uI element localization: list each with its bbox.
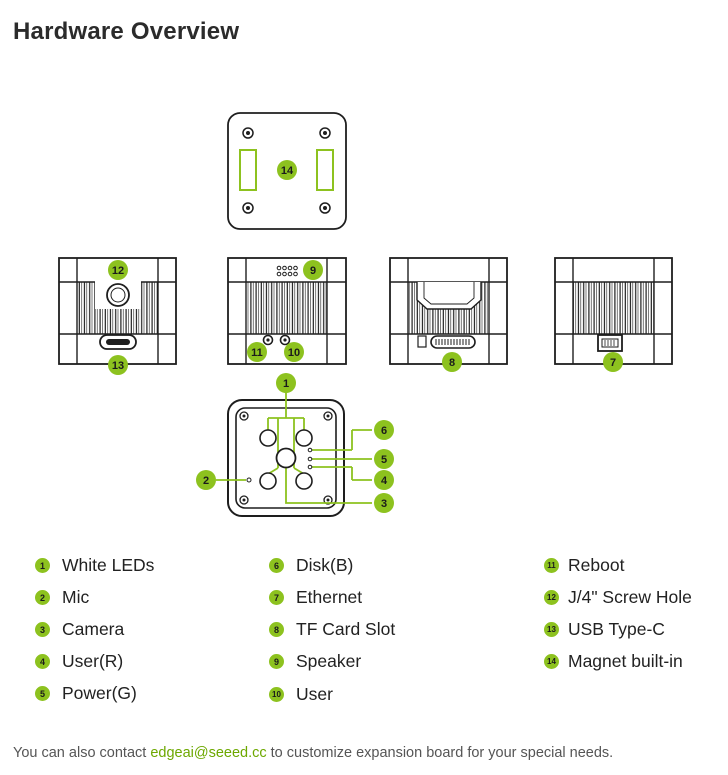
screw-hole-icon xyxy=(106,283,130,307)
legend-item: 7 Ethernet xyxy=(269,587,362,608)
legend-item: 13 USB Type-C xyxy=(544,619,665,640)
legend-badge: 5 xyxy=(35,686,50,701)
badge-2: 2 xyxy=(196,470,216,490)
svg-text:8: 8 xyxy=(449,357,455,369)
legend-badge: 9 xyxy=(269,654,284,669)
legend-label: User xyxy=(296,684,333,704)
page-title: Hardware Overview xyxy=(13,18,240,45)
badge-6: 6 xyxy=(374,420,394,440)
svg-text:9: 9 xyxy=(310,265,316,277)
camera-icon xyxy=(275,447,297,469)
legend-badge: 8 xyxy=(269,622,284,637)
contact-email-link[interactable]: edgeai@seeed.cc xyxy=(150,745,267,761)
badge-1: 1 xyxy=(276,373,296,393)
side-view-tf xyxy=(389,257,508,365)
screw-icon xyxy=(242,127,331,214)
sd-card-icon xyxy=(417,335,427,348)
legend-item: 12 J/4" Screw Hole xyxy=(544,587,692,608)
footer-suffix: to customize expansion board for your sp… xyxy=(266,745,614,761)
legend-badge: 6 xyxy=(269,558,284,573)
magnet-icon xyxy=(239,149,257,191)
legend-badge: 4 xyxy=(35,654,50,669)
legend-badge: 10 xyxy=(269,687,284,702)
legend-item: 5 Power(G) xyxy=(35,683,137,704)
status-led-icon xyxy=(307,447,313,470)
legend-item: 8 TF Card Slot xyxy=(269,619,395,640)
svg-text:5: 5 xyxy=(381,454,387,466)
badge-9: 9 xyxy=(303,260,323,280)
legend-label: Disk(B) xyxy=(296,555,354,575)
badge-3: 3 xyxy=(374,493,394,513)
legend-label: J/4" Screw Hole xyxy=(568,587,692,607)
svg-text:1: 1 xyxy=(283,378,289,390)
svg-text:14: 14 xyxy=(281,165,294,177)
legend-label: Ethernet xyxy=(296,587,363,607)
svg-text:2: 2 xyxy=(203,475,209,487)
hardware-diagram: 14 12 13 9 11 10 8 7 1 6 5 4 3 2 xyxy=(58,112,673,517)
badge-8: 8 xyxy=(442,352,462,372)
legend-badge: 11 xyxy=(544,558,559,573)
svg-text:7: 7 xyxy=(610,357,616,369)
svg-text:13: 13 xyxy=(112,360,124,372)
legend-label: White LEDs xyxy=(62,555,155,575)
tf-card-slot-icon xyxy=(430,335,476,349)
magnet-icon xyxy=(316,149,334,191)
mic-hole-icon xyxy=(246,477,252,483)
legend-item: 10 User xyxy=(269,684,333,705)
legend-label: Reboot xyxy=(568,555,625,575)
legend-label: USB Type-C xyxy=(568,619,665,639)
footer-prefix: You can also contact xyxy=(13,745,151,761)
svg-text:6: 6 xyxy=(381,425,387,437)
legend-item: 4 User(R) xyxy=(35,651,123,672)
legend-label: Speaker xyxy=(296,651,362,671)
legend-badge: 3 xyxy=(35,622,50,637)
badge-4: 4 xyxy=(374,470,394,490)
legend-item: 14 Magnet built-in xyxy=(544,651,683,672)
svg-text:12: 12 xyxy=(112,265,124,277)
front-view xyxy=(216,392,372,517)
badge-7: 7 xyxy=(603,352,623,372)
legend-item: 3 Camera xyxy=(35,619,124,640)
speaker-grille-icon xyxy=(276,265,298,277)
legend-badge: 7 xyxy=(269,590,284,605)
legend-label: Power(G) xyxy=(62,683,137,703)
legend-label: User(R) xyxy=(62,651,124,671)
legend-item: 9 Speaker xyxy=(269,651,361,672)
legend-badge: 12 xyxy=(544,590,559,605)
badge-12: 12 xyxy=(108,260,128,280)
legend-badge: 13 xyxy=(544,622,559,637)
legend-label: Mic xyxy=(62,587,90,607)
legend-badge: 2 xyxy=(35,590,50,605)
side-view-ethernet xyxy=(554,257,673,365)
legend-badge: 1 xyxy=(35,558,50,573)
led-icon xyxy=(259,429,313,490)
badge-10: 10 xyxy=(284,342,304,362)
svg-text:11: 11 xyxy=(251,347,263,359)
badge-14: 14 xyxy=(277,160,297,180)
svg-text:3: 3 xyxy=(381,498,387,510)
legend-label: TF Card Slot xyxy=(296,619,396,639)
legend-item: 6 Disk(B) xyxy=(269,555,353,576)
svg-text:10: 10 xyxy=(288,347,300,359)
legend-item: 2 Mic xyxy=(35,587,89,608)
legend-label: Magnet built-in xyxy=(568,651,683,671)
badge-5: 5 xyxy=(374,449,394,469)
svg-text:4: 4 xyxy=(381,475,388,487)
legend-badge: 14 xyxy=(544,654,559,669)
legend-label: Camera xyxy=(62,619,125,639)
legend-item: 1 White LEDs xyxy=(35,555,154,576)
badge-11: 11 xyxy=(247,342,267,362)
legend-item: 11 Reboot xyxy=(544,555,624,576)
footer-note: You can also contact edgeai@seeed.cc to … xyxy=(13,745,613,761)
badge-13: 13 xyxy=(108,355,128,375)
